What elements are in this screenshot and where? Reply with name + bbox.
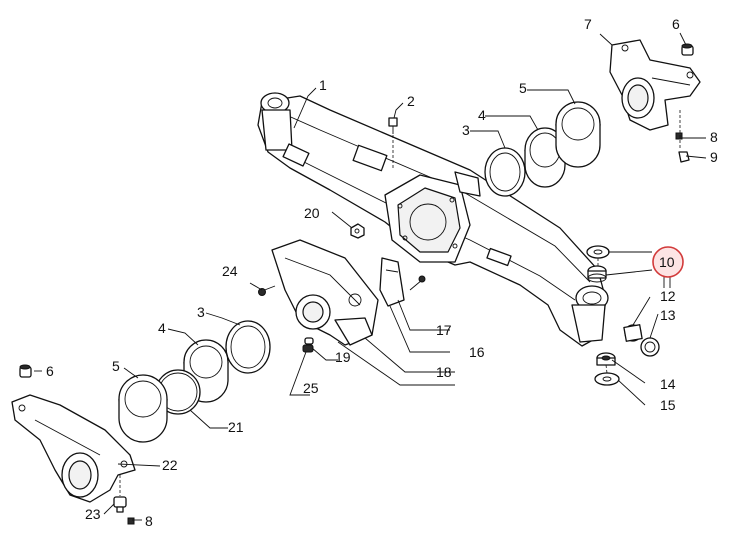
nut-20 — [350, 223, 365, 239]
ring-3-bottom — [225, 320, 271, 374]
fitting-23 — [113, 496, 127, 513]
callout-13: 13 — [660, 307, 676, 323]
bushing-5-top — [555, 101, 601, 168]
callout-24: 24 — [222, 263, 238, 279]
callout-6: 6 — [46, 363, 54, 379]
callout-numbers: 1 2 3 4 5 7 6 8 9 20 10 24 12 3 13 4 17 … — [46, 16, 718, 529]
callout-3: 3 — [462, 122, 470, 138]
callout-21: 21 — [228, 419, 244, 435]
callout-5: 5 — [519, 80, 527, 96]
callout-10: 10 — [659, 254, 675, 270]
callout-4: 4 — [158, 320, 166, 336]
bushing-5-bottom — [118, 374, 168, 443]
callout-12: 12 — [660, 288, 676, 304]
bushing-14 — [596, 352, 616, 366]
callout-5: 5 — [112, 358, 120, 374]
cap-6-top — [681, 43, 694, 56]
screw-9 — [678, 151, 690, 163]
callout-4: 4 — [478, 107, 486, 123]
callout-14: 14 — [660, 376, 676, 392]
cap-6-bottom — [19, 364, 32, 378]
callout-25: 25 — [303, 380, 319, 396]
highlight-circle — [652, 246, 684, 278]
callout-7: 7 — [584, 16, 592, 32]
washer-15 — [594, 372, 620, 386]
bracket-7 — [609, 39, 701, 131]
callout-1: 1 — [319, 77, 327, 93]
callout-3: 3 — [197, 304, 205, 320]
washer-10 — [586, 245, 610, 259]
callout-23: 23 — [85, 506, 101, 522]
fitting-8-bottom — [127, 517, 135, 525]
callout-22: 22 — [162, 457, 178, 473]
axle-housing — [257, 92, 609, 347]
callout-15: 15 — [660, 397, 676, 413]
callout-9: 9 — [710, 149, 718, 165]
differential-cover — [258, 239, 426, 353]
callout-8: 8 — [145, 513, 153, 529]
callout-2: 2 — [407, 93, 415, 109]
bushing-13 — [640, 337, 660, 357]
bushing-4-top — [524, 127, 566, 188]
bushing-11 — [587, 265, 607, 283]
bushing-12 — [623, 324, 643, 342]
callout-17: 17 — [436, 322, 452, 338]
callout-19: 19 — [335, 349, 351, 365]
fitting-8-top — [675, 132, 683, 140]
ring-3-top — [484, 147, 526, 197]
callout-8: 8 — [710, 129, 718, 145]
leader-lines — [34, 32, 707, 521]
callout-18: 18 — [436, 364, 452, 380]
bolt-2 — [388, 117, 398, 170]
callout-20: 20 — [304, 205, 320, 221]
callout-16: 16 — [469, 344, 485, 360]
bolt-24 — [258, 285, 276, 296]
callout-6: 6 — [672, 16, 680, 32]
bracket-22 — [11, 394, 136, 503]
